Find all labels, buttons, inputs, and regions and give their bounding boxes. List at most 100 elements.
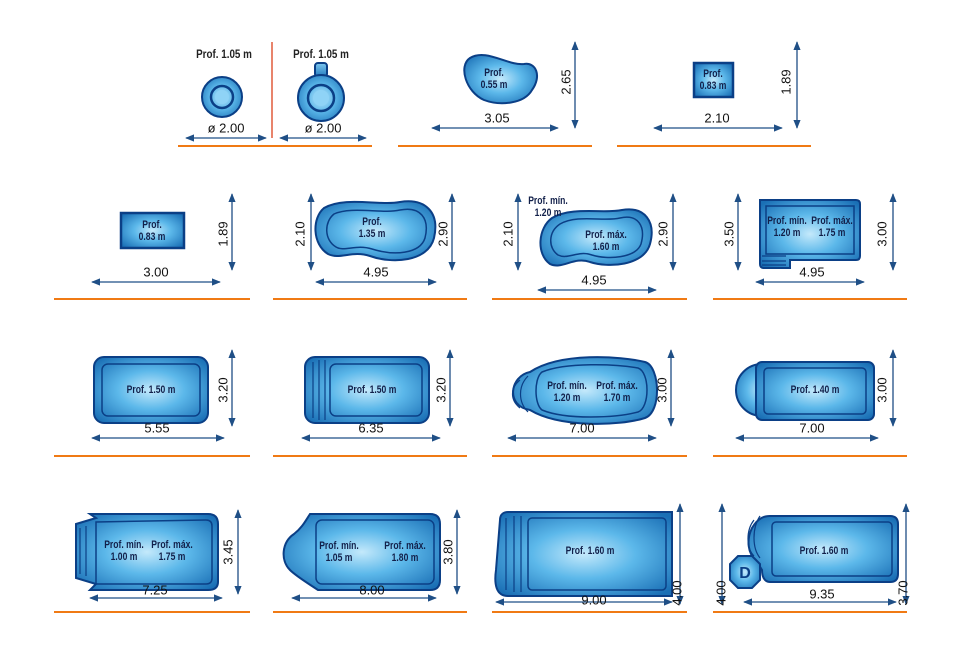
pool-13-deep-line-2: 1.75 m (158, 551, 186, 563)
pool-4-width: 2.10 (704, 110, 730, 126)
pool-14-deep-line-1: Prof. máx. (384, 540, 426, 552)
pool-8-deep-line-2: 1.75 m (818, 227, 846, 239)
pool-12-shape (735, 361, 875, 421)
pool-16-label: Prof. 1.60 m (799, 545, 849, 557)
pool-13-shallow-line-1: Prof. mín. (104, 539, 144, 551)
pool-11-width: 7.00 (569, 420, 595, 436)
pool-5-width: 3.00 (143, 264, 169, 280)
pool-6-label: Prof.1.35 m (359, 216, 386, 240)
pool-11-shallow-line-2: 1.20 m (553, 392, 581, 404)
pool-7-height-right: 2.90 (655, 221, 671, 247)
pool-2-width: ø 2.00 (304, 120, 342, 136)
pool-3-shape (463, 54, 539, 105)
pool-14-width: 8.00 (359, 582, 385, 598)
pool-15-width: 9.00 (581, 592, 607, 608)
pool-15-shape (494, 511, 673, 597)
pool-6-width: 4.95 (363, 264, 389, 280)
pool-13-shallow-label: Prof. mín.1.00 m (104, 539, 144, 563)
pool-10-width: 6.35 (358, 420, 384, 436)
pool-7-width: 4.95 (581, 272, 607, 288)
pool-16-height-right: 3.70 (895, 580, 911, 606)
pool-8-deep-label: Prof. máx.1.75 m (811, 215, 852, 239)
pool-1-width: ø 2.00 (207, 120, 245, 136)
pool-8-shallow-line-2: 1.20 m (773, 227, 801, 239)
pool-4-label: Prof.0.83 m (700, 68, 727, 92)
pool-3-height: 2.65 (558, 69, 574, 95)
pool-10-label: Prof. 1.50 m (347, 384, 397, 396)
pool-4-height: 1.89 (778, 69, 794, 95)
pool-14-shape (282, 513, 441, 591)
pool-13-shape (75, 513, 219, 591)
pool-11-height: 3.00 (654, 377, 670, 403)
pool-14-shallow-line-2: 1.05 m (325, 552, 353, 564)
pool-7-height-left: 2.10 (500, 221, 516, 247)
pool-8-shape (759, 199, 861, 269)
pool-6-shape (314, 200, 437, 262)
pool-7-deep-line-2: 1.60 m (592, 241, 620, 253)
pool-15-label: Prof. 1.60 m (565, 545, 615, 557)
pool-14-height: 3.80 (440, 539, 456, 565)
pool-7-shallow-label: Prof. mín.1.20 m (528, 195, 568, 219)
pool-14-deep-line-2: 1.80 m (391, 552, 419, 564)
pool-9-label: Prof. 1.50 m (126, 384, 176, 396)
pool-12-width: 7.00 (799, 420, 825, 436)
pool-4-label-line-1: Prof. (703, 68, 723, 80)
pool-9-height: 3.20 (215, 377, 231, 403)
pool-14-shallow-line-1: Prof. mín. (319, 540, 359, 552)
pool-5-label-line-2: 0.83 m (138, 231, 166, 243)
pool-2-depth: Prof. 1.05 m (293, 47, 349, 61)
pool-3-label-line-2: 0.55 m (480, 79, 508, 91)
pool-3-label: Prof.0.55 m (481, 67, 508, 91)
pool-11-shallow-line-1: Prof. mín. (547, 380, 587, 392)
pool-5-shape (119, 211, 186, 250)
pool-1-depth: Prof. 1.05 m (196, 47, 252, 61)
pool-12-label: Prof. 1.40 m (790, 384, 840, 396)
pool-11-deep-line-1: Prof. máx. (596, 380, 638, 392)
pool-2-shape (297, 62, 345, 122)
pool-13-height: 3.45 (220, 539, 236, 565)
pool-16-height-left: 4.00 (713, 580, 729, 606)
pool-15-height: 4.00 (669, 580, 685, 606)
pool-7-deep-line-1: Prof. máx. (585, 229, 627, 241)
pool-5-label-line-1: Prof. (142, 219, 162, 231)
pool-10-shape (304, 356, 430, 424)
pool-4-label-line-2: 0.83 m (699, 80, 727, 92)
pool-7-shallow-line-1: Prof. mín. (528, 195, 568, 207)
pool-11-shallow-label: Prof. mín.1.20 m (547, 380, 587, 404)
pool-13-deep-line-1: Prof. máx. (151, 539, 193, 551)
pool-11-deep-label: Prof. máx.1.70 m (596, 380, 637, 404)
pool-14-deep-label: Prof. máx.1.80 m (384, 540, 425, 564)
pool-13-deep-label: Prof. máx.1.75 m (151, 539, 192, 563)
dimension-arrows (89, 41, 910, 606)
pool-12-height: 3.00 (874, 377, 890, 403)
pool-11-deep-line-2: 1.70 m (603, 392, 631, 404)
pool-10-height: 3.20 (433, 377, 449, 403)
pool-14-shallow-label: Prof. mín.1.05 m (319, 540, 359, 564)
pool-8-height-right: 3.00 (874, 221, 890, 247)
pool-16-width: 9.35 (809, 586, 835, 602)
svg-text:D: D (739, 565, 751, 582)
pool-9-shape (93, 356, 209, 424)
pool-13-shallow-line-2: 1.00 m (110, 551, 138, 563)
pool-11-shape (511, 356, 658, 425)
pool-6-label-line-2: 1.35 m (358, 228, 386, 240)
pool-6-label-line-1: Prof. (362, 216, 382, 228)
pool-8-height-left: 3.50 (721, 221, 737, 247)
pool-13-width: 7.25 (142, 582, 168, 598)
pool-6-height-left: 2.10 (292, 221, 308, 247)
pool-8-deep-line-1: Prof. máx. (811, 215, 853, 227)
pool-3-width: 3.05 (484, 110, 510, 126)
pool-3-label-line-1: Prof. (484, 67, 504, 79)
pool-5-label: Prof.0.83 m (139, 219, 166, 243)
floor-lines (54, 145, 907, 613)
pool-7-shape (539, 208, 653, 267)
pool-8-shallow-line-1: Prof. mín. (767, 215, 807, 227)
pool-1-shape (201, 76, 243, 118)
pool-8-shallow-label: Prof. mín.1.20 m (767, 215, 807, 239)
pool-8-width: 4.95 (799, 264, 825, 280)
pool-5-height: 1.89 (215, 221, 231, 247)
pool-7-shallow-line-2: 1.20 m (534, 207, 562, 219)
pool-7-deep-label: Prof. máx.1.60 m (585, 229, 626, 253)
